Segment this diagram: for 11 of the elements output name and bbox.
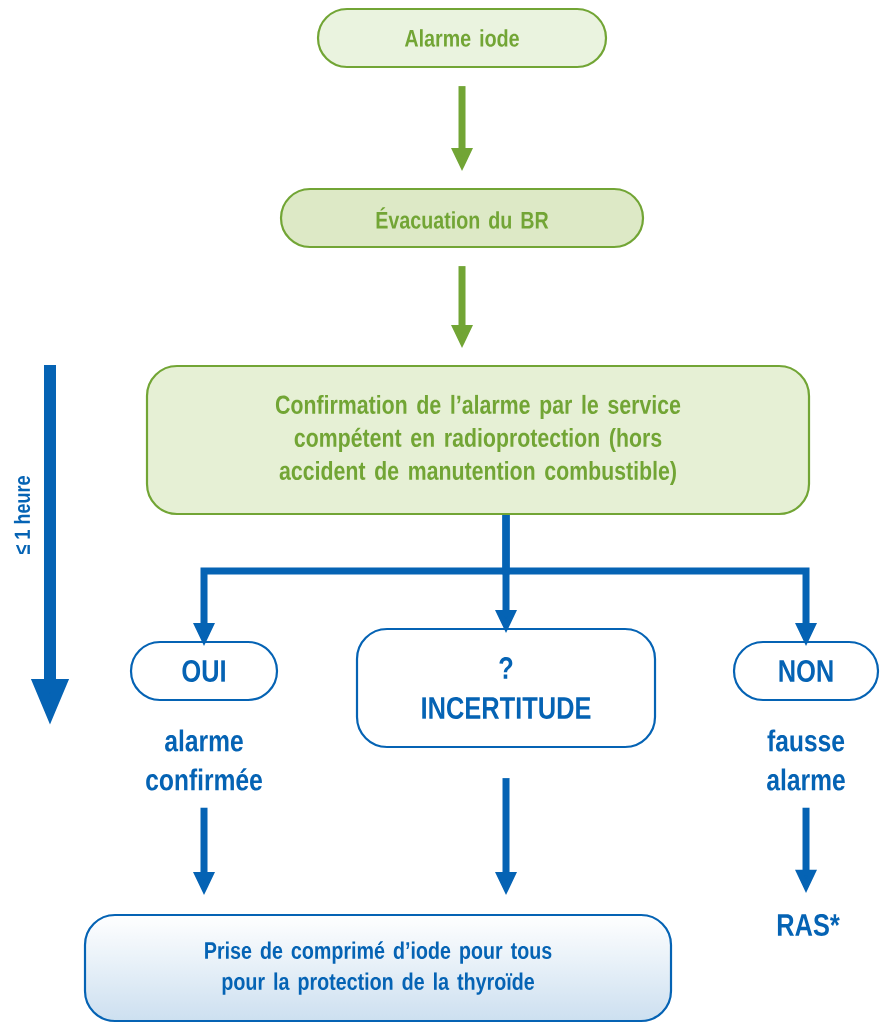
decision-box: NON: [732, 640, 880, 702]
process-box: Alarme iode: [316, 7, 608, 69]
decision-box: ? INCERTITUDE: [355, 627, 657, 749]
action-box: Prise de comprimé d’iode pour tous pour la protection de la thyroïde: [83, 913, 673, 1023]
decision-box: OUI: [129, 640, 279, 702]
outcome-label: alarme confirmée: [146, 729, 262, 791]
outcome-text: RAS*: [777, 914, 840, 936]
outcome-label: fausse alarme: [767, 729, 845, 791]
time-label: ≤ 1 heure: [13, 476, 31, 555]
process-box: Évacuation du BR: [279, 187, 645, 249]
process-box: Confirmation de l’alarme par le service compétent en radioprotection (hors accident de manutention combustible): [145, 364, 811, 516]
